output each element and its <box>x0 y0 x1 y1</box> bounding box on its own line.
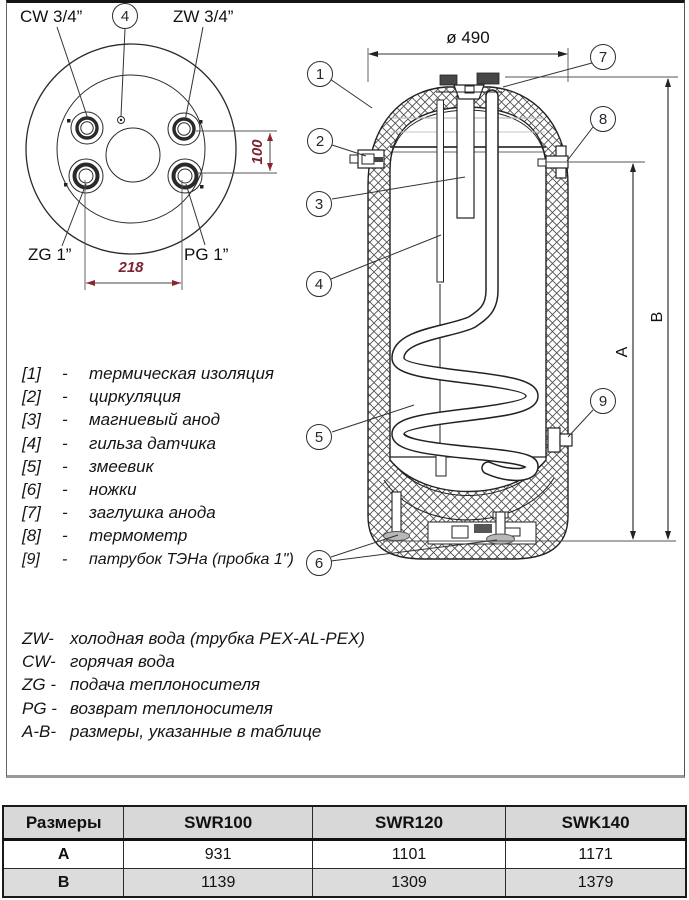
table-row: B 1139 1309 1379 <box>2 868 687 898</box>
label-cw: CW 3/4” <box>20 7 83 26</box>
callout-4: 4 <box>306 271 332 297</box>
dim-100-value: 100 <box>249 139 266 165</box>
dim-b-label: B <box>649 311 666 323</box>
top-view-leaders <box>56 26 206 247</box>
label-pg: PG 1” <box>184 245 229 264</box>
dim-diameter-value: ø 490 <box>446 28 490 47</box>
label-zw: ZW 3/4” <box>173 7 234 26</box>
col-header-swk140: SWK140 <box>505 805 687 841</box>
legend-item: [2]-циркуляция <box>22 387 181 407</box>
callout-5: 5 <box>306 424 332 450</box>
port-pg <box>167 158 203 194</box>
heating-coil <box>391 89 539 482</box>
cell-b-swr100: 1139 <box>123 868 313 898</box>
row-label-a: A <box>2 839 125 869</box>
callout-2: 2 <box>307 128 333 154</box>
dimensions-table: Размеры SWR100 SWR120 SWK140 A 931 1101 … <box>2 805 687 898</box>
cell-a-swr100: 931 <box>123 839 313 869</box>
anode-plug <box>436 72 502 100</box>
row-label-b: B <box>2 868 125 898</box>
legend-list: [1]-термическая изоляция [2]-циркуляция … <box>22 363 352 572</box>
callout-1: 1 <box>307 61 333 87</box>
abbr-item: ZG -подача теплоносителя <box>22 675 260 695</box>
legend-item: [6]-ножки <box>22 479 137 499</box>
top-view <box>25 26 277 290</box>
port-zw <box>167 112 201 146</box>
abbr-item: CW-горячая вода <box>22 652 175 672</box>
port-cw <box>70 111 104 145</box>
lug-marks <box>64 119 204 189</box>
dim-a-label: A <box>614 346 631 358</box>
label-zg: ZG 1” <box>28 245 72 264</box>
abbr-item: ZW-холодная вода (трубка PEX-AL-PEX) <box>22 629 365 648</box>
reference-lines <box>383 76 678 542</box>
port-zg <box>68 158 104 194</box>
drawing-frame <box>6 0 685 778</box>
cell-a-swk140: 1171 <box>505 839 687 869</box>
dim-218-value: 218 <box>118 259 144 276</box>
legend-item: [4]-гильза датчика <box>22 433 217 453</box>
section-view <box>328 48 678 562</box>
col-header-swr100: SWR100 <box>123 805 313 841</box>
cell-a-swr120: 1101 <box>311 839 507 869</box>
callout-8: 8 <box>590 106 616 132</box>
legend-item: [8]-термометр <box>22 526 188 546</box>
abbr-item: A-B-размеры, указанные в таблице <box>22 721 322 741</box>
callout-4-top: 4 <box>112 3 138 29</box>
cell-b-swk140: 1379 <box>505 868 687 898</box>
legend-item: [7]-заглушка анода <box>22 503 216 523</box>
cell-b-swr120: 1309 <box>311 868 507 898</box>
circulation-port <box>349 149 385 169</box>
magnesium-anode <box>456 87 475 219</box>
feet <box>383 491 515 545</box>
dim-100-lines <box>196 130 277 174</box>
dim-218-lines <box>84 180 183 290</box>
callout-7: 7 <box>590 44 616 70</box>
heater-port <box>547 427 573 453</box>
col-header-sizes: Размеры <box>2 805 125 841</box>
callout-6: 6 <box>306 550 332 576</box>
legend-item: [9]-патрубок ТЭНа (пробка 1") <box>22 550 294 568</box>
sensor-dot <box>117 116 125 124</box>
legend-item: [5]-змеевик <box>22 456 154 476</box>
callout-3: 3 <box>306 191 332 217</box>
dim-a-lines <box>630 163 636 540</box>
dim-b-lines <box>665 78 671 540</box>
legend-item: [1]-термическая изоляция <box>22 364 275 383</box>
legend-item: [3]-магниевый анод <box>22 410 220 430</box>
table-header-row: Размеры SWR100 SWR120 SWK140 <box>2 805 687 841</box>
table-row: A 931 1101 1171 <box>2 839 687 869</box>
section-leaders <box>328 62 594 562</box>
technical-drawing <box>25 26 678 562</box>
col-header-swr120: SWR120 <box>311 805 507 841</box>
abbr-item: PG -возврат теплоносителя <box>22 698 273 718</box>
abbreviation-list: ZW-холодная вода (трубка PEX-AL-PEX) CW-… <box>22 628 462 744</box>
dim-diameter-lines <box>367 48 569 82</box>
callout-9: 9 <box>590 388 616 414</box>
